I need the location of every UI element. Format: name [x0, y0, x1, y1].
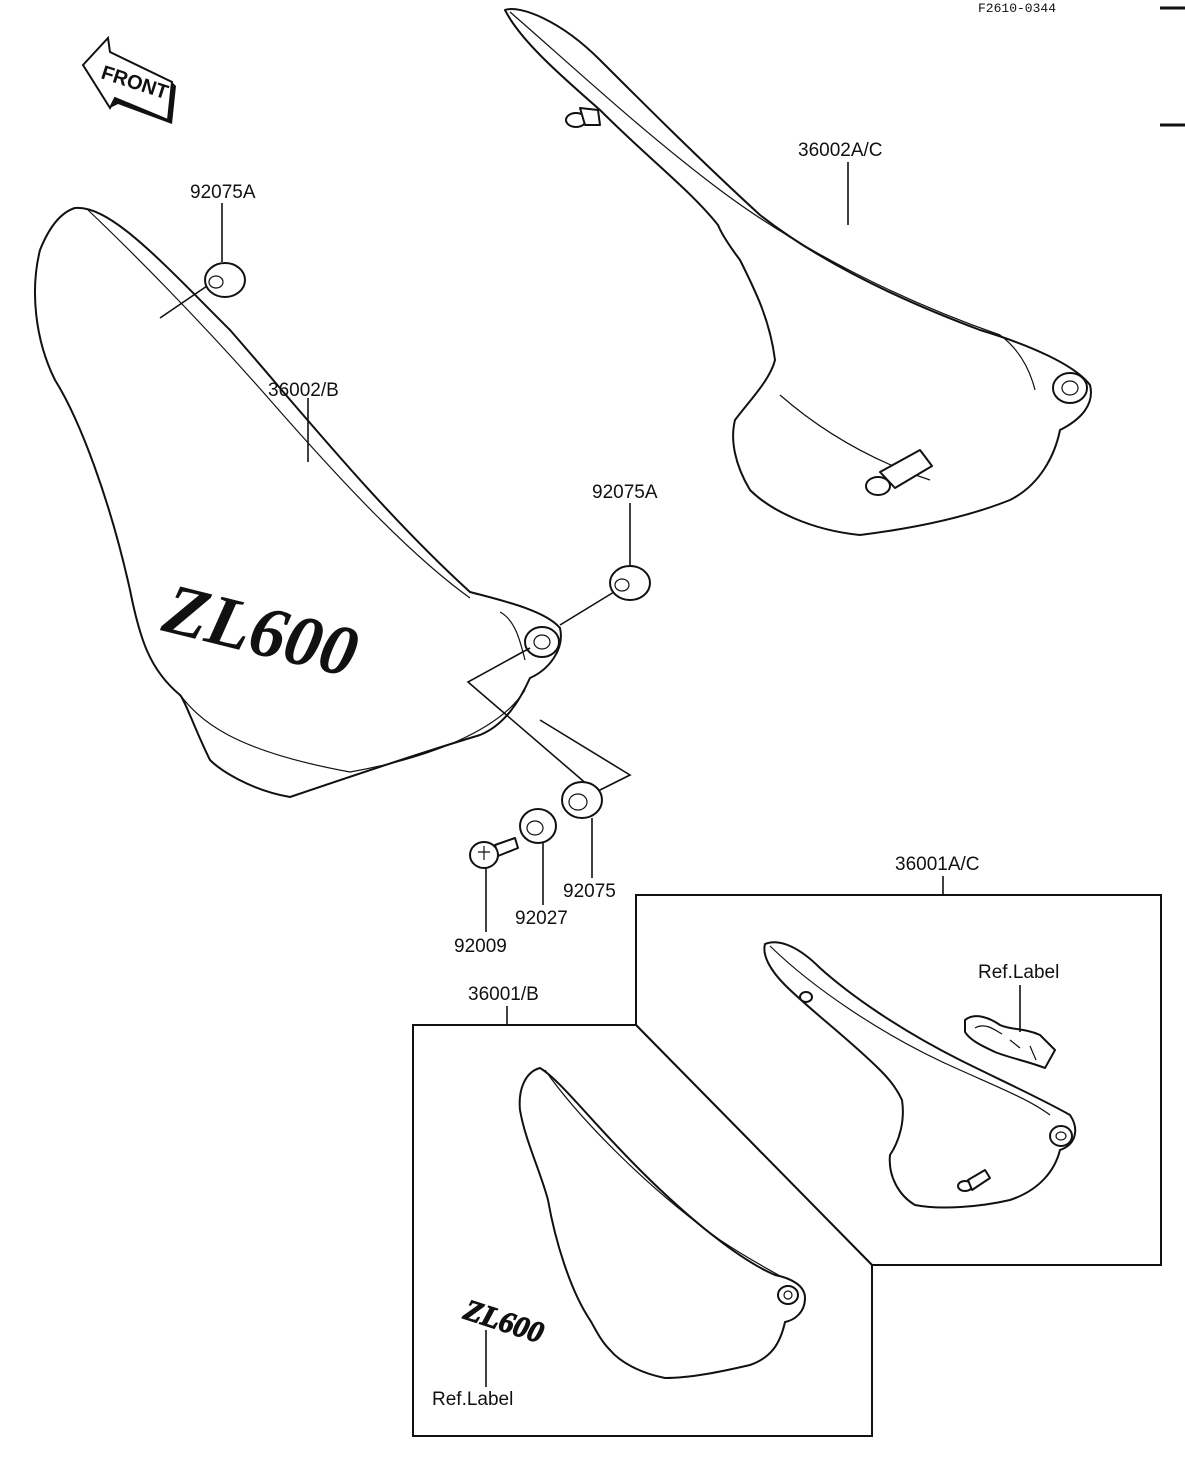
grommet-lower — [561, 781, 603, 819]
part-label-92075a-upper: 92075A — [190, 182, 256, 203]
collar — [519, 808, 557, 844]
assembly-left-cover-small — [518, 1067, 806, 1379]
part-label-36002-b: 36002/B — [268, 380, 339, 401]
ref-label-sticker-right — [964, 1015, 1056, 1069]
part-label-36001-b: 36001/B — [468, 984, 539, 1005]
part-label-92009: 92009 — [454, 936, 507, 957]
part-label-92027: 92027 — [515, 908, 568, 929]
ref-label-left: Ref.Label — [432, 1389, 513, 1410]
diagram-code: F2610-0344 — [978, 1, 1056, 16]
assembly-right-cover-small — [763, 941, 1077, 1209]
part-label-92075a-middle: 92075A — [592, 482, 658, 503]
ref-label-right: Ref.Label — [978, 962, 1059, 983]
side-cover-left — [34, 206, 562, 798]
grommet-upper-left — [204, 262, 246, 298]
screw — [469, 837, 519, 869]
part-label-36002a-c: 36002A/C — [798, 140, 883, 161]
leader-line — [559, 591, 615, 626]
leader-line — [159, 285, 208, 319]
part-label-36001a-c: 36001A/C — [895, 854, 980, 875]
side-cover-right — [504, 8, 1092, 536]
grommet-middle — [609, 565, 651, 601]
part-label-92075: 92075 — [563, 881, 616, 902]
front-direction-arrow-icon: FRONT — [81, 35, 176, 124]
